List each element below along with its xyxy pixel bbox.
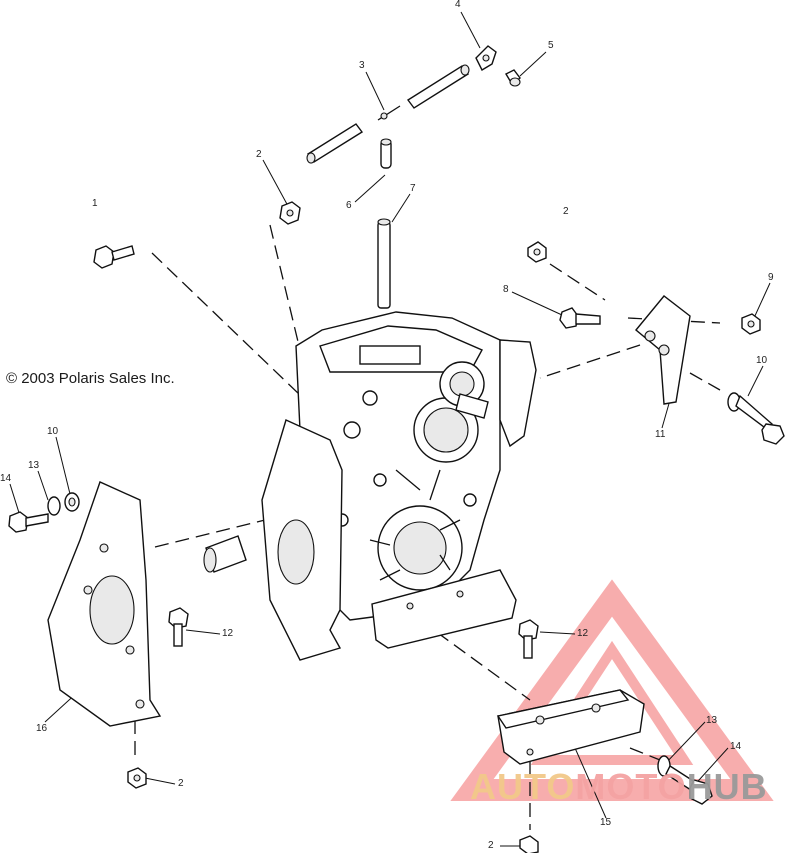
callout-4: 4 (455, 0, 461, 10)
callout-6: 6 (346, 200, 352, 211)
callout-13: 13 (28, 460, 40, 471)
callout-3: 3 (359, 60, 365, 71)
callout-5: 5 (548, 40, 554, 51)
callout-2: 2 (178, 778, 184, 789)
transmission-housing (295, 311, 537, 621)
clevis-part-4 (475, 45, 497, 71)
bolt-part-14-left (8, 511, 49, 533)
input-shaft (203, 535, 247, 573)
watermark-text: AUTOMOTOHUB (470, 766, 768, 808)
callout-8: 8 (503, 284, 509, 295)
callout-16: 16 (36, 723, 48, 734)
shift-rod-lower (306, 123, 364, 164)
callout-12: 12 (577, 628, 589, 639)
callout-9: 9 (768, 272, 774, 283)
callout-2: 2 (563, 206, 569, 217)
nut-part-2-bottom-left (127, 767, 147, 789)
callout-2: 2 (256, 149, 262, 160)
nut-part-2-bottom (519, 835, 539, 853)
bolt-part-8 (559, 307, 601, 329)
callout-10: 10 (47, 426, 59, 437)
nut-part-9 (741, 313, 761, 335)
watermark-moto: MOTO (575, 766, 687, 807)
assembly-dashed-lines (134, 224, 721, 830)
callout-1: 1 (92, 198, 98, 209)
callout-7: 7 (410, 183, 416, 194)
shift-shaft-part-7 (377, 218, 391, 309)
watermark-hub: HUB (686, 766, 768, 807)
mount-bracket-part-11 (635, 295, 691, 405)
callout-11: 11 (655, 429, 666, 440)
callout-14: 14 (730, 741, 742, 752)
shift-rod-upper (406, 64, 470, 109)
callout-12: 12 (222, 628, 234, 639)
lower-bracket-part-15 (496, 689, 645, 765)
callout-13: 13 (706, 715, 718, 726)
lower-skid-bracket (371, 569, 517, 649)
main-mount-plate (261, 419, 343, 661)
washer-part-10-left (64, 492, 80, 512)
bolt-part-1 (93, 245, 135, 269)
pin-part-3 (377, 105, 401, 121)
nut-part-2-right (527, 241, 547, 263)
rod-end-part-6 (380, 138, 392, 169)
callout-15: 15 (600, 817, 612, 828)
bolt-washer-part-10-right (727, 392, 785, 445)
screw-part-5 (505, 69, 521, 87)
left-bracket-part-16 (47, 481, 162, 727)
nut-part-2-top (279, 201, 301, 225)
copyright-notice: © 2003 Polaris Sales Inc. (6, 370, 175, 387)
bolt-part-12-left (168, 607, 189, 647)
callout-2: 2 (488, 840, 494, 851)
watermark-auto: AUTO (470, 766, 576, 807)
callout-10: 10 (756, 355, 768, 366)
callout-14: 14 (0, 473, 12, 484)
bolt-washer-part-13-14-right (657, 755, 713, 805)
washer-part-13-left (47, 496, 61, 516)
bolt-part-12-right (518, 619, 539, 659)
